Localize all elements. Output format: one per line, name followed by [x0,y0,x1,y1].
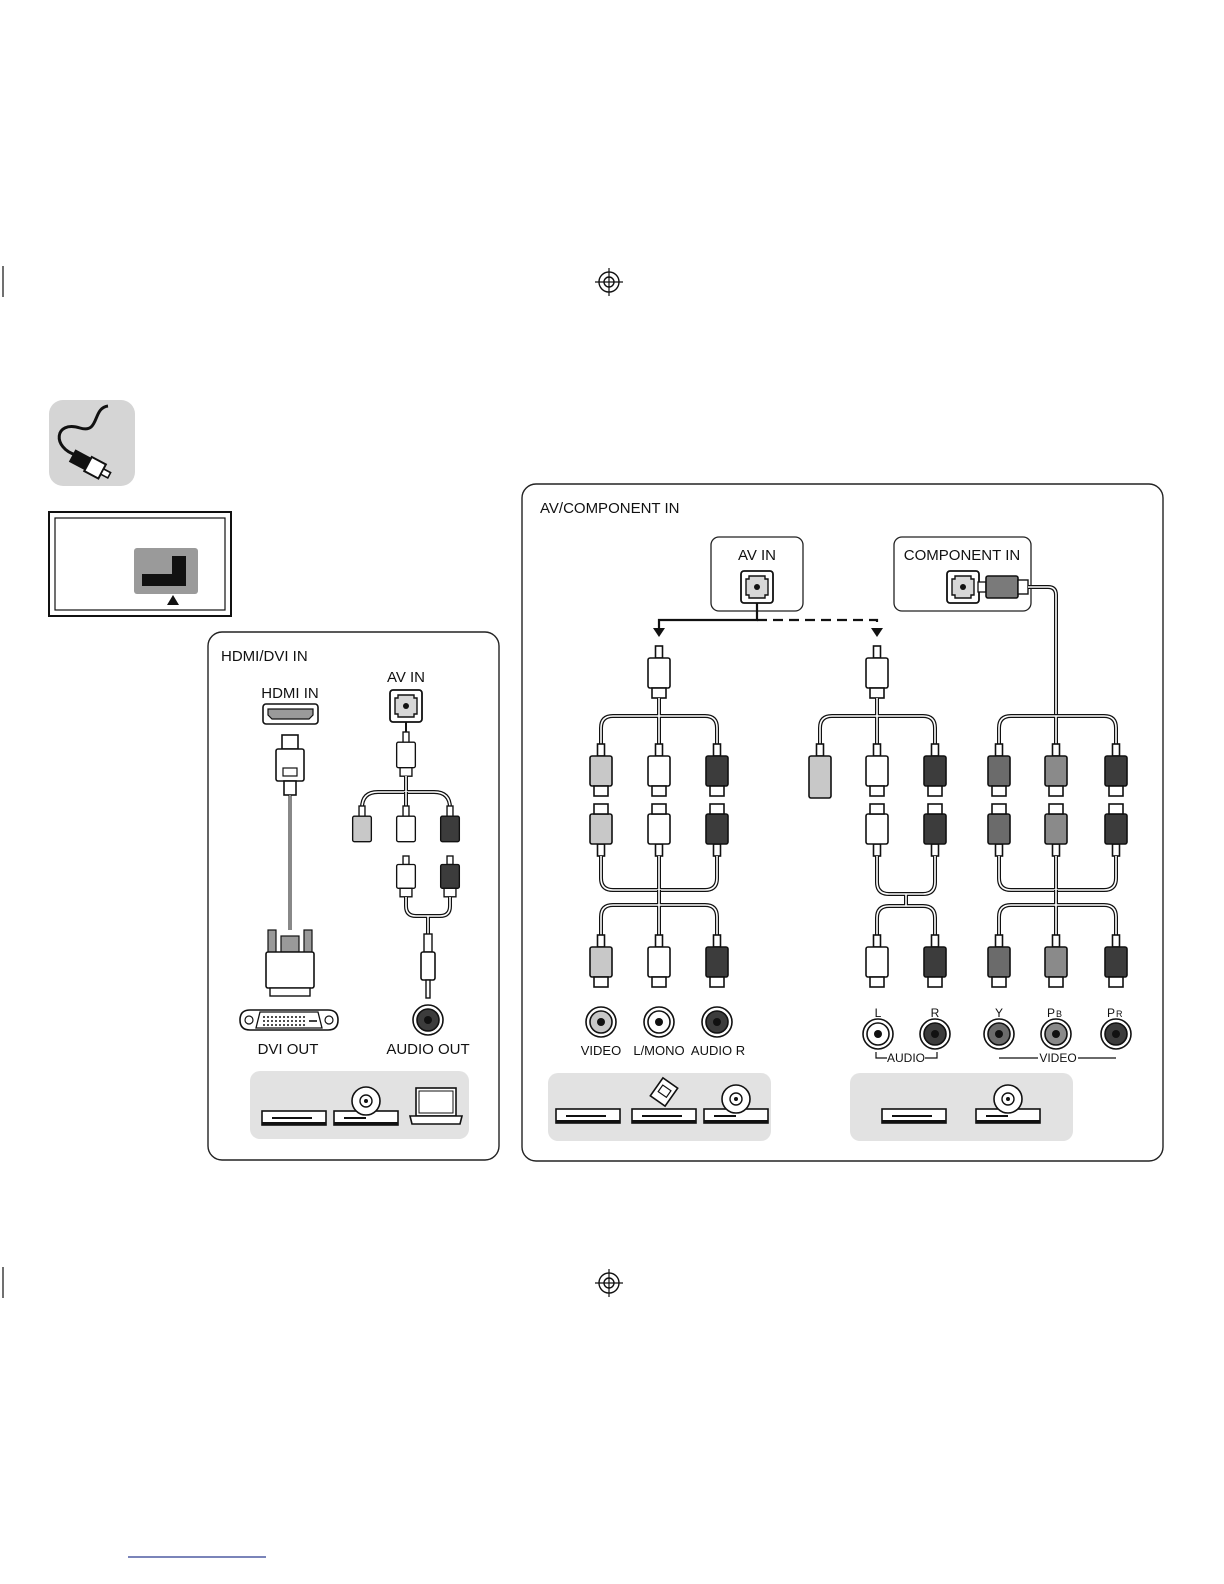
r-jack-icon [920,1019,950,1049]
video-jack-icon [586,1007,616,1037]
component-devices-tray [850,1073,1073,1141]
tv-rear-icon [49,512,231,616]
video-jack-label: VIDEO [581,1043,621,1058]
pr-jack-subscript: R [1116,1009,1123,1019]
hdmi-devices-tray [250,1071,469,1139]
laptop-icon [410,1088,462,1124]
audio-group-label: AUDIO [887,1051,925,1065]
hdmi-in-label: HDMI IN [261,685,319,702]
av-component-panel-title: AV/COMPONENT IN [540,500,679,517]
av-in-socket-icon [390,690,422,722]
audior-jack-label: AUDIO R [691,1043,745,1058]
component-in-label: COMPONENT IN [904,547,1020,564]
av-component-panel: AV/COMPONENT IN AV IN COMPONENT IN [522,484,1163,1161]
set-top-box-icon [262,1111,326,1125]
audio-out-label: AUDIO OUT [386,1041,469,1058]
r-jack-label: R [931,1006,940,1020]
av-set-top-box-icon [556,1109,620,1123]
hdmi-dvi-panel: HDMI/DVI IN HDMI IN [208,632,499,1160]
cable-icon [49,400,135,486]
dvi-plug-icon [266,930,314,996]
av-in-main-socket-icon [741,571,773,603]
pb-jack-icon [1041,1019,1071,1049]
y-jack-label: Y [995,1006,1003,1020]
component-set-top-box-icon [882,1109,946,1123]
hdmi-panel-title: HDMI/DVI IN [221,648,308,665]
y-jack-icon [984,1019,1014,1049]
dvi-out-port-icon [240,1010,338,1030]
video-group-label: VIDEO [1039,1051,1076,1065]
pb-jack-subscript: B [1056,1009,1062,1019]
lmono-jack-label: L/MONO [633,1043,684,1058]
av-in-label: AV IN [738,547,776,564]
pb-jack-label: P [1047,1006,1055,1020]
pr-jack-icon [1101,1019,1131,1049]
registration-mark-bottom [595,1269,623,1297]
hdmi-in-port-icon [263,704,318,724]
component-in-socket-icon [947,571,979,603]
l-jack-label: L [875,1006,882,1020]
hdmi-panel-av-in-label: AV IN [387,669,425,686]
l-jack-icon [863,1019,893,1049]
pr-jack-label: P [1107,1006,1115,1020]
av-devices-tray [548,1073,771,1141]
lmono-jack-icon [644,1007,674,1037]
audio-out-jack-icon [413,1005,443,1035]
dvi-out-label: DVI OUT [258,1041,319,1058]
audior-jack-icon [702,1007,732,1037]
registration-mark-top [595,268,623,296]
